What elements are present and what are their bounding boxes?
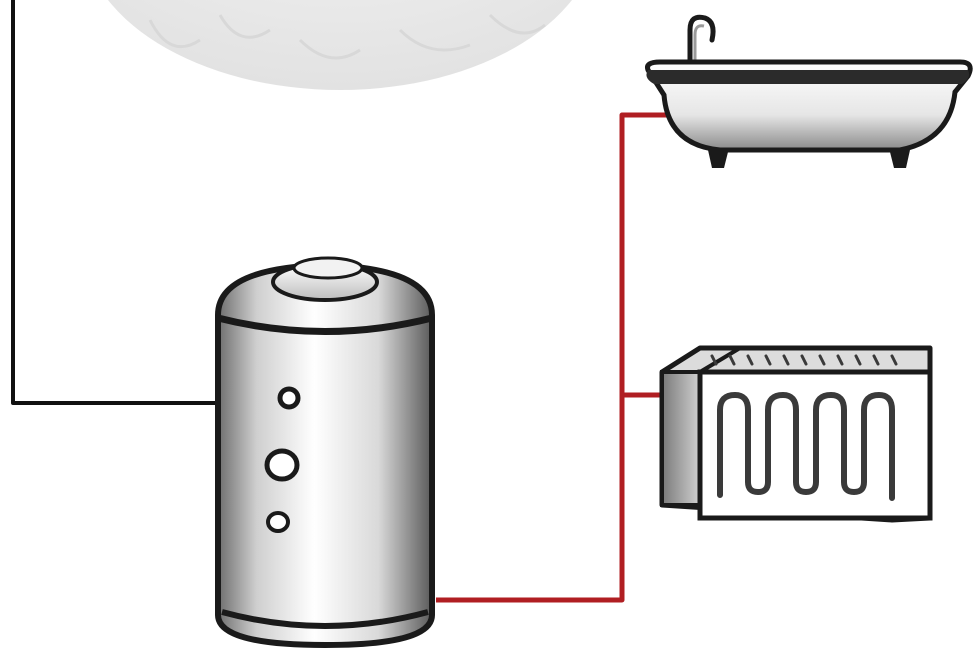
cold-line (11, 0, 286, 405)
sun-disc-icon (108, 0, 572, 90)
water-tank-icon (215, 256, 435, 649)
tank-port-middle (264, 448, 300, 482)
tank-port-top (277, 386, 301, 410)
hot-line (436, 112, 668, 603)
tank-port-bottom (266, 511, 290, 533)
radiator-icon (659, 345, 933, 523)
bathtub-icon (645, 14, 973, 168)
